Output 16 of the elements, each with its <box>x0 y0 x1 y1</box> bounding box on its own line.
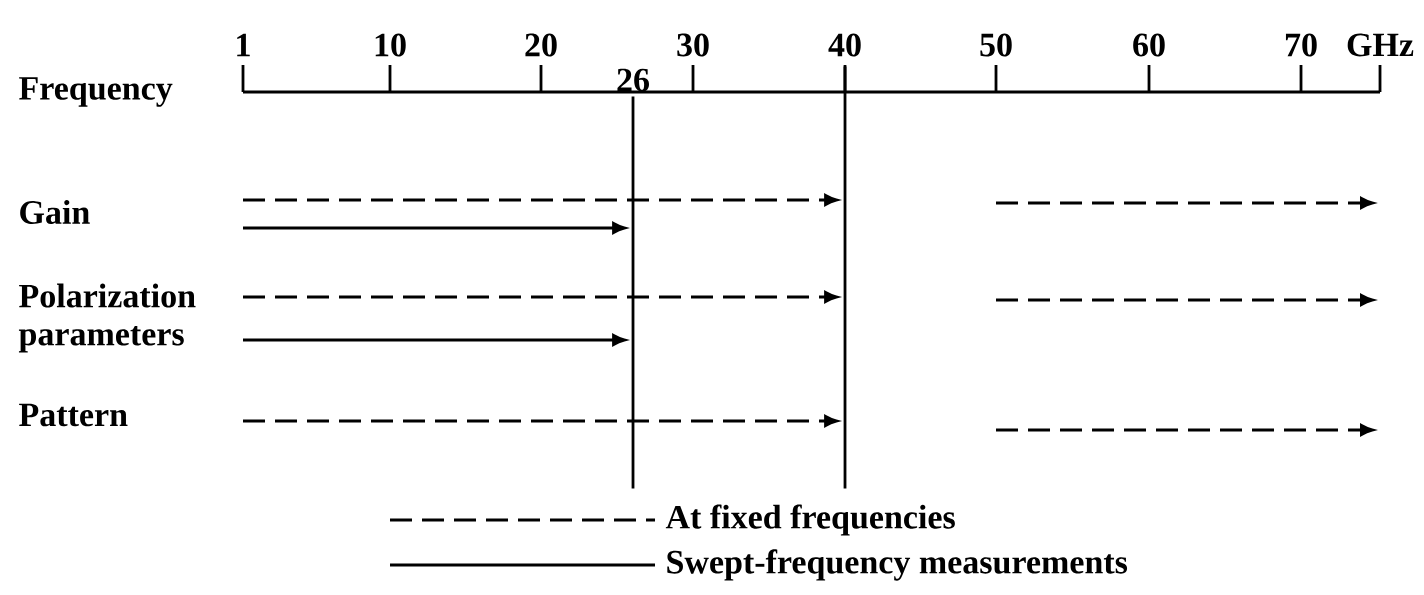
tick-label: 30 <box>677 33 709 57</box>
tick-label: 60 <box>1133 33 1165 57</box>
unit-label: GHz <box>1347 33 1414 57</box>
axis-label: Frequency <box>19 77 173 107</box>
tick-label: 50 <box>980 33 1012 57</box>
tick-label: 20 <box>525 33 557 57</box>
vertical-line <box>843 66 847 489</box>
row-label: Pattern <box>19 403 128 427</box>
legend-label: At fixed frequencies <box>665 504 955 536</box>
tick-label: 10 <box>375 33 406 57</box>
tick-label: 1 <box>237 33 250 57</box>
tick-label: 70 <box>1285 33 1317 57</box>
row-label: Gain <box>20 200 90 224</box>
legend-label: Swept-frequency measurements <box>667 549 1128 581</box>
vertical-line: 26 <box>617 68 649 489</box>
row-label: Polarization parameters <box>18 283 196 353</box>
